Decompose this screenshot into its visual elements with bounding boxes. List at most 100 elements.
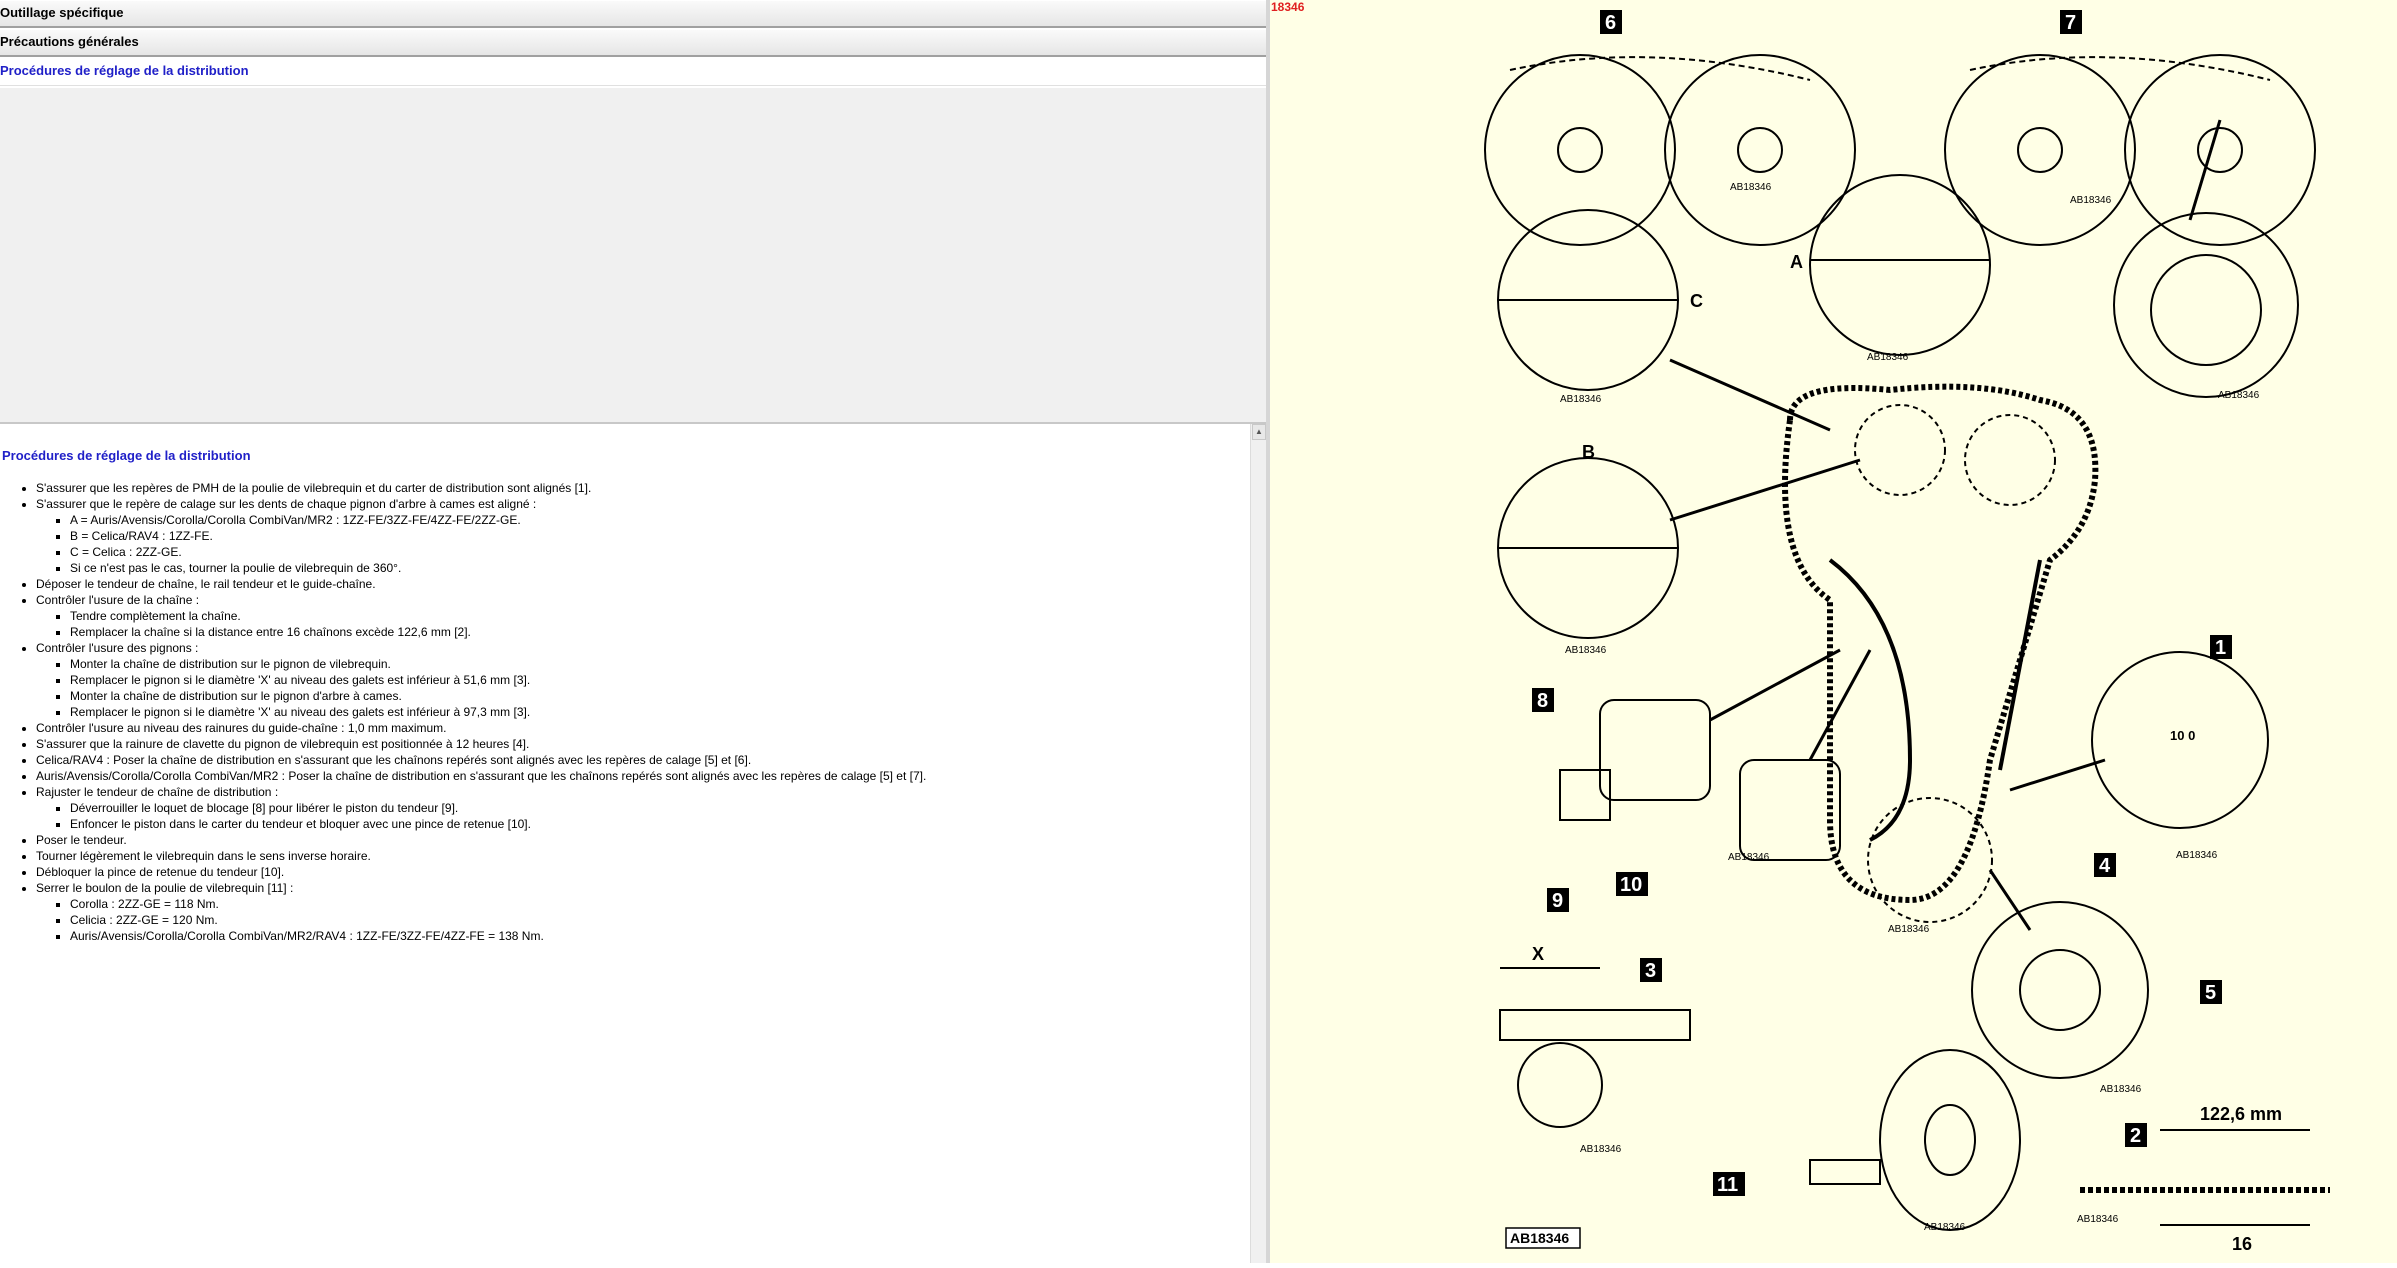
content-scrollbar[interactable]: ▲: [1250, 424, 1267, 1263]
list-item: Déposer le tendeur de chaîne, le rail te…: [36, 576, 926, 592]
svg-text:10: 10: [1620, 874, 1642, 896]
svg-text:6: 6: [1605, 12, 1616, 34]
svg-text:9: 9: [1552, 890, 1563, 912]
procedure-list: S'assurer que les repères de PMH de la p…: [0, 480, 926, 944]
list-item: S'assurer que la rainure de clavette du …: [36, 736, 926, 752]
label-4: 4: [2094, 853, 2116, 877]
figure-id: 18346: [1271, 0, 1305, 14]
list-item: Si ce n'est pas le cas, tourner la pouli…: [70, 560, 926, 576]
label-1: 1: [2210, 635, 2232, 659]
toc-panel: [0, 88, 1266, 424]
list-item: S'assurer que les repères de PMH de la p…: [36, 480, 926, 496]
accordion-procedures[interactable]: Procédures de réglage de la distribution: [0, 58, 1266, 86]
letter-a: A: [1790, 252, 1803, 272]
ref-code: AB18346: [1730, 182, 1772, 193]
ref-code: AB18346: [2070, 195, 2112, 206]
list-item: Contrôler l'usure au niveau des rainures…: [36, 720, 926, 736]
ref-code: AB18346: [2176, 850, 2218, 861]
list-item: Monter la chaîne de distribution sur le …: [70, 656, 926, 672]
ref-code: AB18346: [1867, 352, 1909, 363]
label-7: 7: [2060, 10, 2082, 34]
svg-text:7: 7: [2065, 12, 2076, 34]
zoom-4-5: [1971, 901, 2149, 1079]
label-5: 5: [2200, 980, 2222, 1004]
list-item: Celica/RAV4 : Poser la chaîne de distrib…: [36, 752, 926, 768]
list-item: Remplacer le pignon si le diamètre 'X' a…: [70, 704, 926, 720]
label-11: 11: [1713, 1172, 1745, 1196]
pane-divider[interactable]: [1266, 0, 1270, 1263]
chain-links-label: 16: [2232, 1234, 2252, 1254]
calliper-3: [1499, 1009, 1691, 1041]
ref-code: AB18346: [1728, 852, 1770, 863]
accordion-outillage-label: Outillage spécifique: [0, 5, 124, 20]
ref-code: AB18346: [2077, 1214, 2119, 1225]
content-panel: Procédures de réglage de la distribution…: [0, 424, 1250, 1263]
label-9: 9: [1547, 888, 1569, 912]
label-8: 8: [1532, 688, 1554, 712]
ref-code-box: AB18346: [1505, 1227, 1581, 1249]
timing-diagram: X 6 7 1 8 9 10 4 5 3 2 11 A B C 122,6 mm…: [1484, 10, 2330, 1254]
ref-code: AB18346: [1888, 924, 1930, 935]
label-6: 6: [1600, 10, 1622, 34]
svg-text:3: 3: [1645, 960, 1656, 982]
crank-pulley: [1879, 1049, 2021, 1231]
list-item: C = Celica : 2ZZ-GE.: [70, 544, 926, 560]
list-item: Rajuster le tendeur de chaîne de distrib…: [36, 784, 926, 832]
list-item: B = Celica/RAV4 : 1ZZ-FE.: [70, 528, 926, 544]
crank-sprocket: [1867, 797, 1993, 923]
list-item: Monter la chaîne de distribution sur le …: [70, 688, 926, 704]
list-item: Enfoncer le piston dans le carter du ten…: [70, 816, 926, 832]
svg-text:2: 2: [2130, 1125, 2141, 1147]
label-2: 2: [2125, 1123, 2147, 1147]
letter-c: C: [1690, 291, 1703, 311]
chain-length-label: 122,6 mm: [2200, 1104, 2282, 1124]
list-item: Tourner légèrement le vilebrequin dans l…: [36, 848, 926, 864]
detail-7-sprockets: [1944, 54, 2316, 246]
ref-code: AB18346: [1924, 1222, 1966, 1233]
list-item: Contrôler l'usure de la chaîne : Tendre …: [36, 592, 926, 640]
list-item: Débloquer la pince de retenue du tendeur…: [36, 864, 926, 880]
list-item: Contrôler l'usure des pignons : Monter l…: [36, 640, 926, 720]
list-item: Celicia : 2ZZ-GE = 120 Nm.: [70, 912, 926, 928]
list-item: Serrer le boulon de la poulie de vilebre…: [36, 880, 926, 944]
accordion-procedures-label: Procédures de réglage de la distribution: [0, 63, 249, 78]
list-item: S'assurer que le repère de calage sur le…: [36, 496, 926, 576]
dial-reading: 10 0: [2170, 728, 2195, 743]
accordion-precautions-label: Précautions générales: [0, 34, 139, 49]
pulley-bolt: [1809, 1159, 1881, 1185]
zoom-a: [1809, 174, 1991, 356]
scroll-up-icon[interactable]: ▲: [1252, 424, 1266, 440]
detail-6-sprockets: [1484, 54, 1856, 246]
list-item: Corolla : 2ZZ-GE = 118 Nm.: [70, 896, 926, 912]
label-10: 10: [1616, 872, 1648, 896]
svg-text:1: 1: [2215, 637, 2226, 659]
list-item: Auris/Avensis/Corolla/Corolla CombiVan/M…: [36, 768, 926, 784]
tensioner-10: [1739, 759, 1841, 861]
left-pane: Outillage spécifique Précautions général…: [0, 0, 1266, 1263]
svg-text:4: 4: [2099, 855, 2111, 877]
content-title: Procédures de réglage de la distribution: [2, 448, 251, 463]
list-item: A = Auris/Avensis/Corolla/Corolla CombiV…: [70, 512, 926, 528]
svg-text:5: 5: [2205, 982, 2216, 1004]
list-item: Auris/Avensis/Corolla/Corolla CombiVan/M…: [70, 928, 926, 944]
accordion-precautions[interactable]: Précautions générales: [0, 29, 1266, 57]
label-3: 3: [1640, 958, 1662, 982]
list-item: Déverrouiller le loquet de blocage [8] p…: [70, 800, 926, 816]
accordion-outillage[interactable]: Outillage spécifique: [0, 0, 1266, 28]
ref-code: AB18346: [1560, 394, 1602, 405]
letter-b: B: [1582, 442, 1595, 462]
zoom-7-sprocket: [2113, 212, 2299, 398]
ref-code: AB18346: [2100, 1084, 2142, 1095]
svg-text:AB18346: AB18346: [1510, 1230, 1569, 1246]
ref-code: AB18346: [1580, 1144, 1622, 1155]
list-item: Tendre complètement la chaîne.: [70, 608, 926, 624]
svg-text:8: 8: [1537, 690, 1548, 712]
dimension-x: X: [1532, 944, 1544, 964]
list-item: Remplacer le pignon si le diamètre 'X' a…: [70, 672, 926, 688]
zoom-1: [2091, 651, 2269, 829]
figure-panel: X 6 7 1 8 9 10 4 5 3 2 11 A B C 122,6 mm…: [1270, 0, 2397, 1263]
tensioner-8: [1599, 699, 1711, 801]
timing-chain: [1782, 383, 2099, 904]
list-item: Poser le tendeur.: [36, 832, 926, 848]
list-item: Remplacer la chaîne si la distance entre…: [70, 624, 926, 640]
